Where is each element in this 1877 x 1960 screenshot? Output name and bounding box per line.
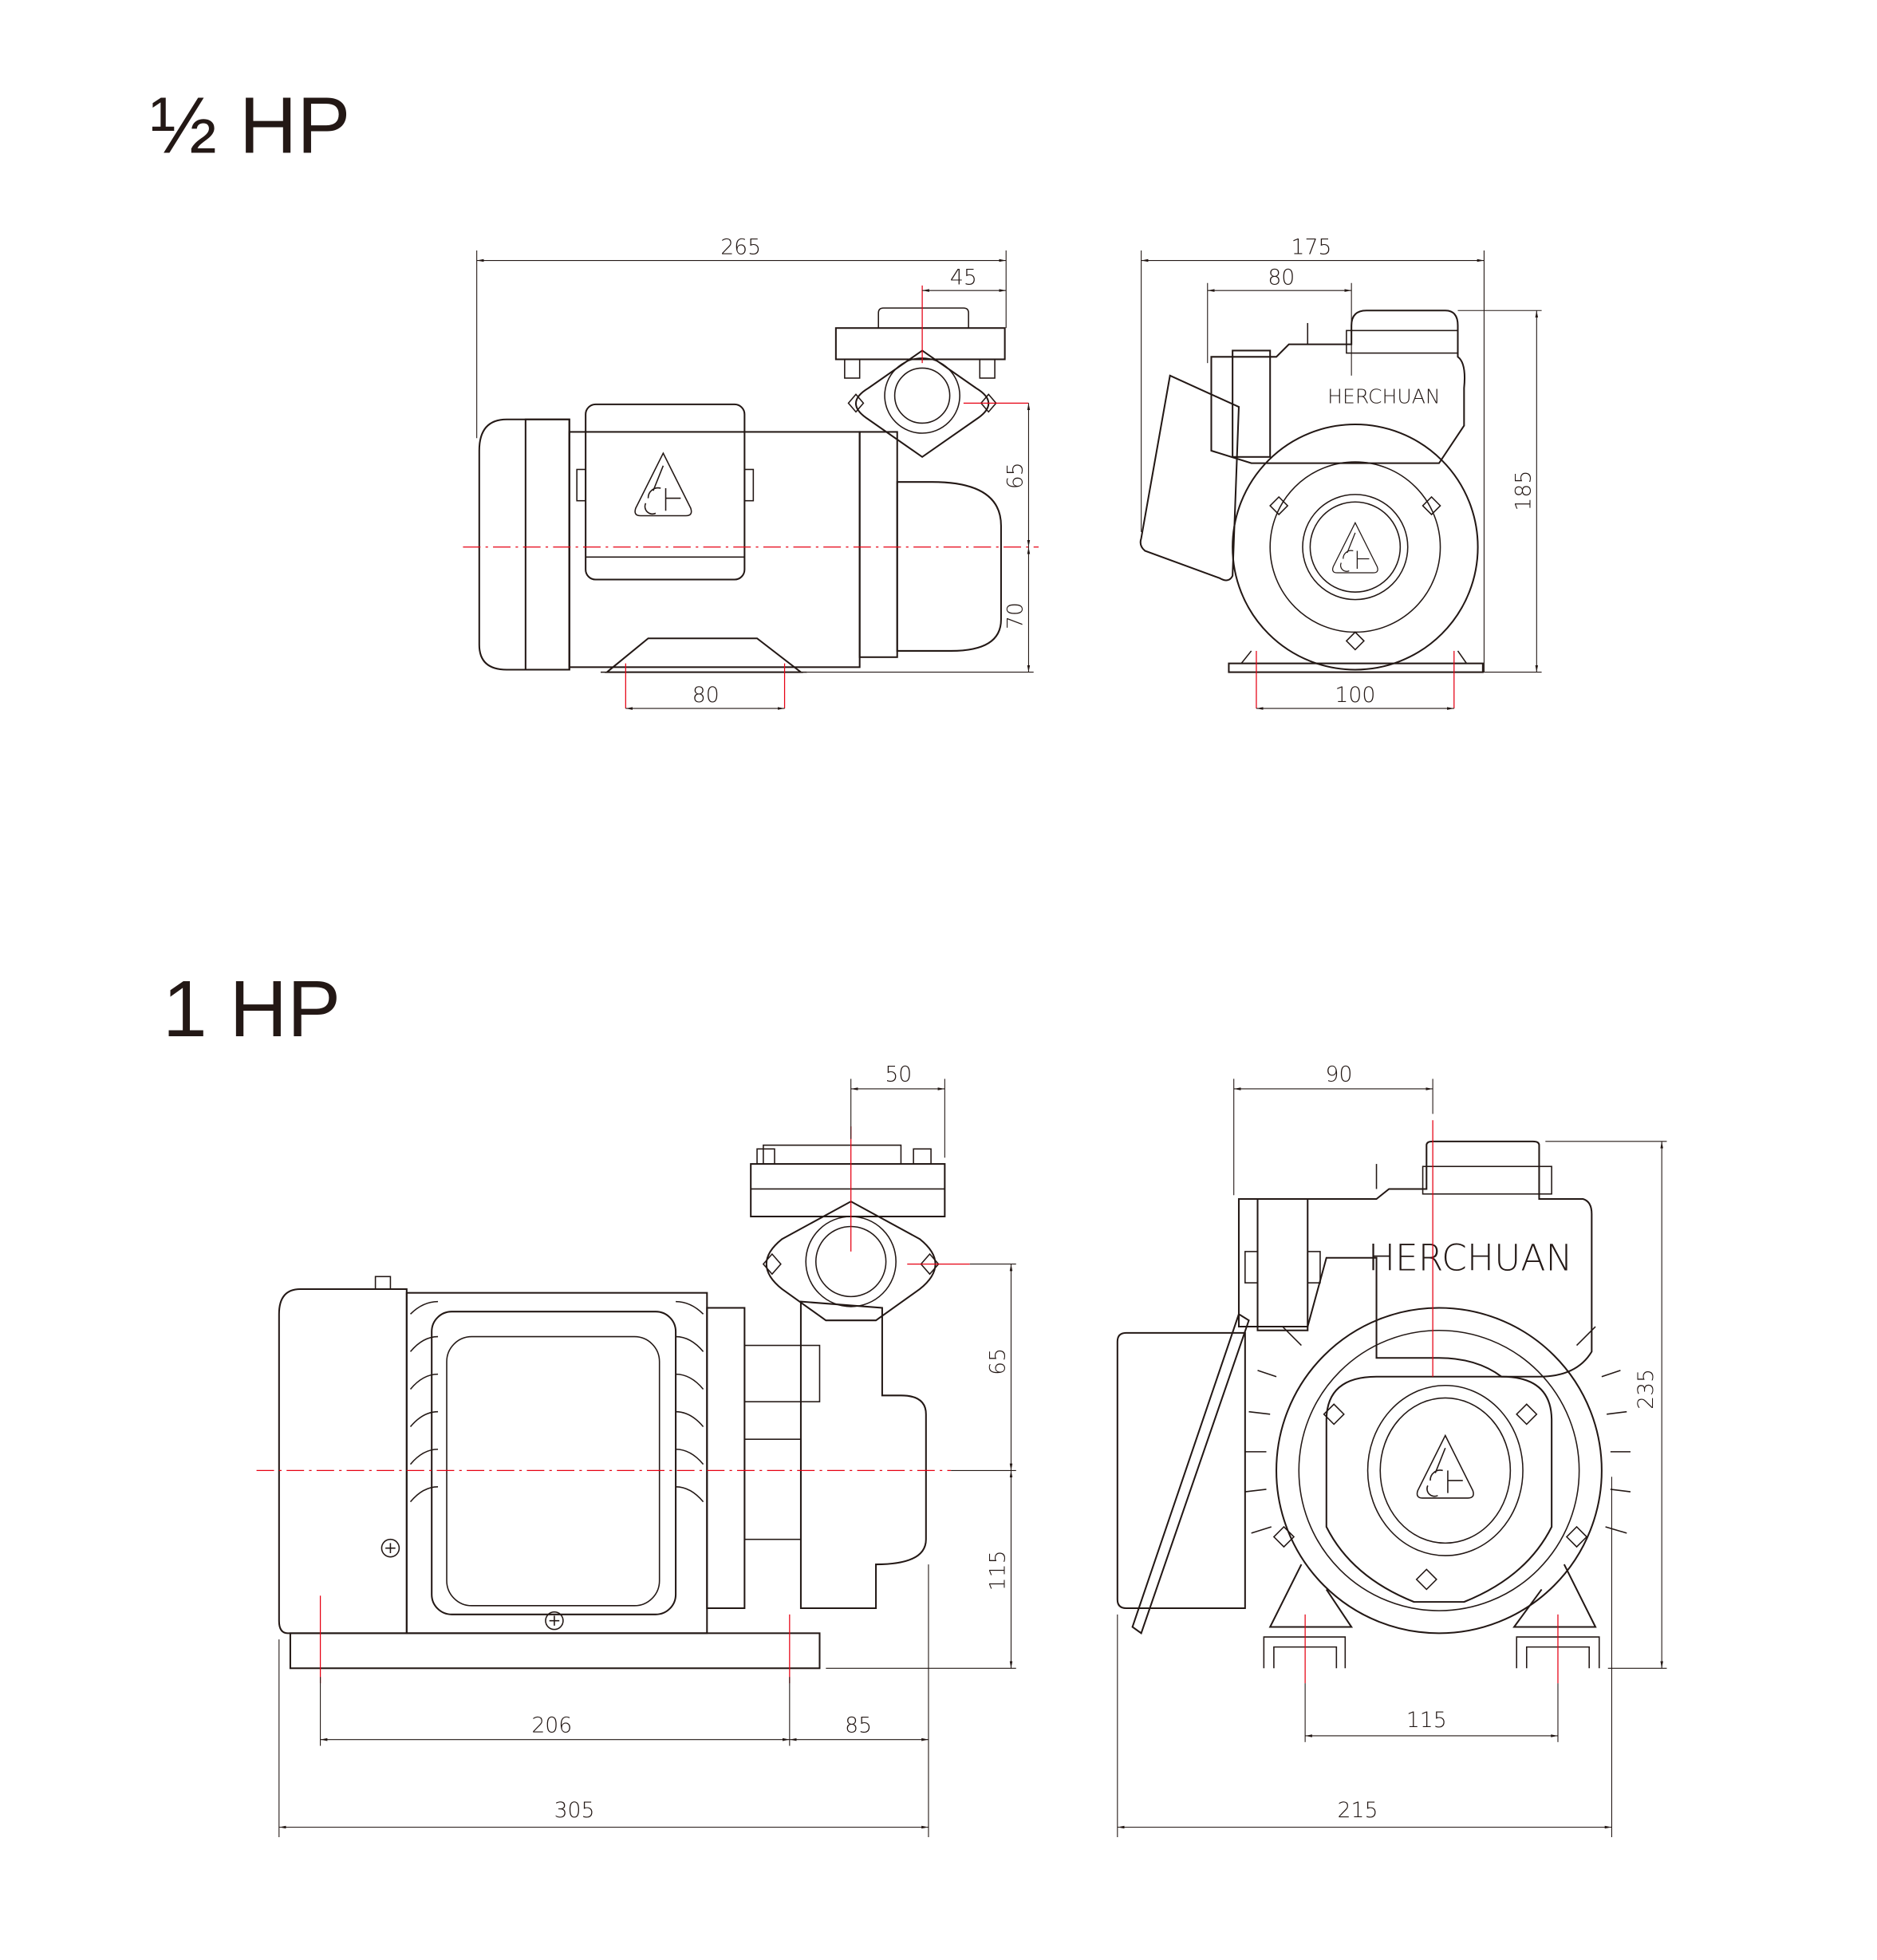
dim-overall-height: 185 xyxy=(1511,471,1536,511)
dim-shaft-height: 70 xyxy=(1004,602,1028,629)
right-leg xyxy=(1512,1564,1597,1628)
dim-foot-spacing: 80 xyxy=(692,683,720,708)
dim-foot-spacing: 100 xyxy=(1335,683,1375,708)
dim-foot-spacing: 115 xyxy=(1406,1708,1447,1733)
dim-overall-length: 265 xyxy=(720,235,761,260)
brand-label: HERCHUAN xyxy=(1368,1236,1573,1279)
dim-outlet-offset: 45 xyxy=(950,265,977,290)
dim-foot-spacing: 206 xyxy=(531,1713,572,1737)
base-plate xyxy=(1228,662,1484,673)
motor-cover xyxy=(1116,1331,1246,1609)
dim-outlet-height: 65 xyxy=(986,1348,1011,1375)
motor-body xyxy=(568,431,861,668)
outlet-flange xyxy=(854,349,990,459)
base-plate xyxy=(289,1632,821,1670)
dim-shaft-height: 115 xyxy=(986,1550,1011,1591)
dim-outlet-offset: 90 xyxy=(1326,1063,1353,1087)
dim-overall-width: 215 xyxy=(1338,1798,1378,1823)
dim-outlet-offset: 80 xyxy=(1268,265,1295,290)
half-hp-side-view: 265 45 65 70 80 xyxy=(463,235,1039,710)
pump-bracket xyxy=(706,1307,746,1609)
pump-volute xyxy=(799,1300,927,1609)
motor-housing xyxy=(1232,423,1479,671)
dim-outlet-height: 65 xyxy=(1004,462,1028,489)
one-hp-front-view: HERCHUAN 90 235 115 215 xyxy=(1116,1063,1667,1838)
brand-label: HERCHUAN xyxy=(1327,385,1441,408)
pump-upper-body xyxy=(1210,310,1466,464)
dim-overall-width: 175 xyxy=(1291,235,1332,260)
outlet-union xyxy=(834,327,1006,361)
cooling-fins xyxy=(1244,1326,1631,1534)
pump-upper-body xyxy=(1237,1140,1593,1378)
half-hp-front-view: HERCHUAN 175 80 185 100 xyxy=(1139,235,1542,710)
section-title-one-hp: 1 HP xyxy=(163,964,341,1054)
left-leg xyxy=(1268,1564,1354,1628)
outlet-flange xyxy=(765,1200,937,1322)
motor-end-cap xyxy=(478,418,570,671)
pump-bracket xyxy=(858,431,898,658)
motor-body-fins xyxy=(405,1292,708,1635)
brand-logo-icon xyxy=(634,452,692,517)
motor-housing xyxy=(1276,1307,1603,1635)
dim-overall-height: 235 xyxy=(1634,1369,1658,1410)
terminal-box xyxy=(431,1311,677,1615)
dim-outlet-offset: 50 xyxy=(885,1063,912,1087)
dim-foot-to-end: 85 xyxy=(845,1713,872,1737)
section-title-half-hp: ½ HP xyxy=(150,81,350,171)
motor-end-cap xyxy=(278,1288,408,1635)
motor-cover xyxy=(1139,374,1240,582)
dim-overall-length: 305 xyxy=(554,1798,595,1823)
outlet-union xyxy=(750,1163,946,1217)
pump-volute xyxy=(896,481,1002,652)
one-hp-side-view: 50 65 115 206 85 305 xyxy=(256,1063,1016,1838)
